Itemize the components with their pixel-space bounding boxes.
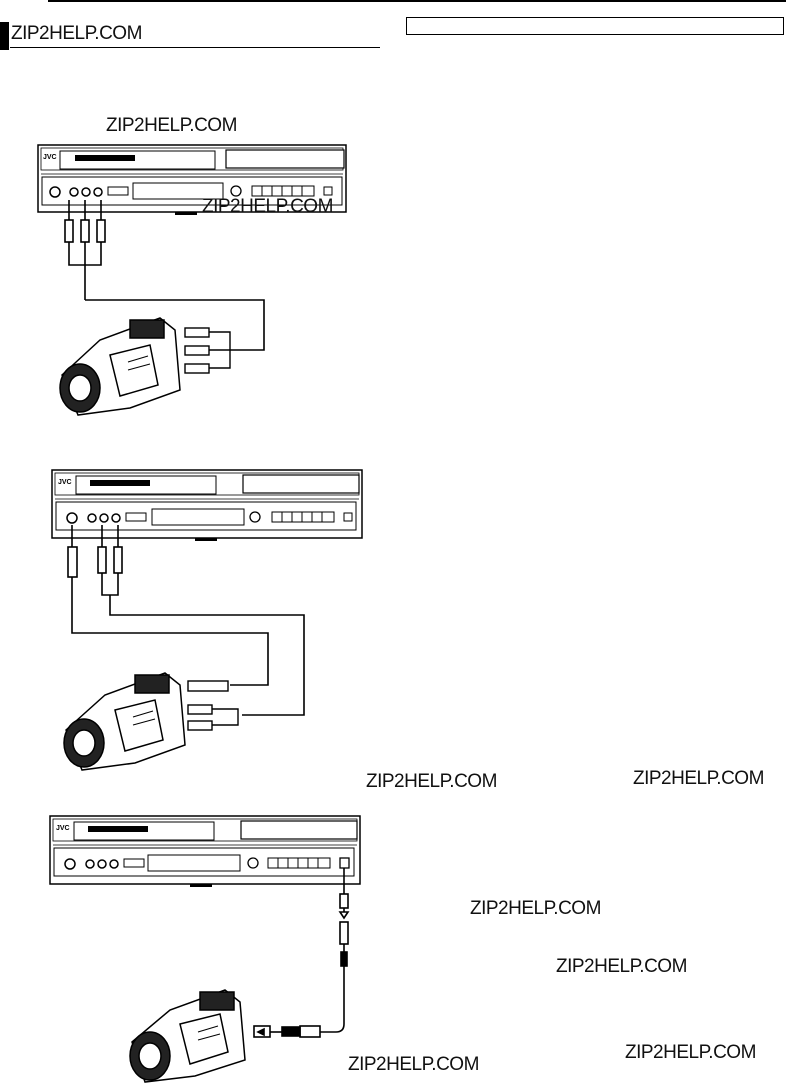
page-tab-marker	[0, 22, 9, 50]
dvd-vcr-recorder: JVC	[49, 815, 361, 887]
svideo-and-audio-cable	[67, 525, 305, 716]
figure-composite-connection: JVC	[37, 144, 347, 416]
dvd-vcr-recorder: JVC	[51, 469, 363, 541]
header-rule	[10, 47, 380, 48]
top-rule	[48, 0, 786, 2]
camcorder	[63, 672, 186, 771]
camcorder-plugs	[184, 327, 235, 374]
camcorder	[59, 317, 181, 416]
watermark: ZIP2HELP.COM	[348, 1054, 479, 1075]
camcorder-plugs	[187, 680, 239, 731]
figure-dv-connection: JVC	[49, 815, 361, 1083]
watermark: ZIP2HELP.COM	[625, 1042, 756, 1063]
watermark: ZIP2HELP.COM	[202, 196, 333, 217]
watermark: ZIP2HELP.COM	[556, 956, 687, 977]
camcorder	[129, 989, 246, 1083]
dv-cable	[253, 868, 350, 1038]
brand-logo: JVC	[58, 479, 72, 486]
watermark: ZIP2HELP.COM	[106, 115, 237, 136]
av-cable	[64, 200, 265, 351]
header-watermark: ZIP2HELP.COM	[11, 23, 142, 44]
watermark: ZIP2HELP.COM	[470, 898, 601, 919]
section-title-box	[406, 17, 784, 35]
watermark: ZIP2HELP.COM	[366, 771, 497, 792]
brand-logo: JVC	[56, 825, 70, 832]
brand-logo: JVC	[43, 154, 57, 161]
figure-svideo-connection: JVC	[51, 469, 363, 771]
dvd-vcr-recorder: JVC	[37, 144, 347, 215]
watermark: ZIP2HELP.COM	[633, 768, 764, 789]
